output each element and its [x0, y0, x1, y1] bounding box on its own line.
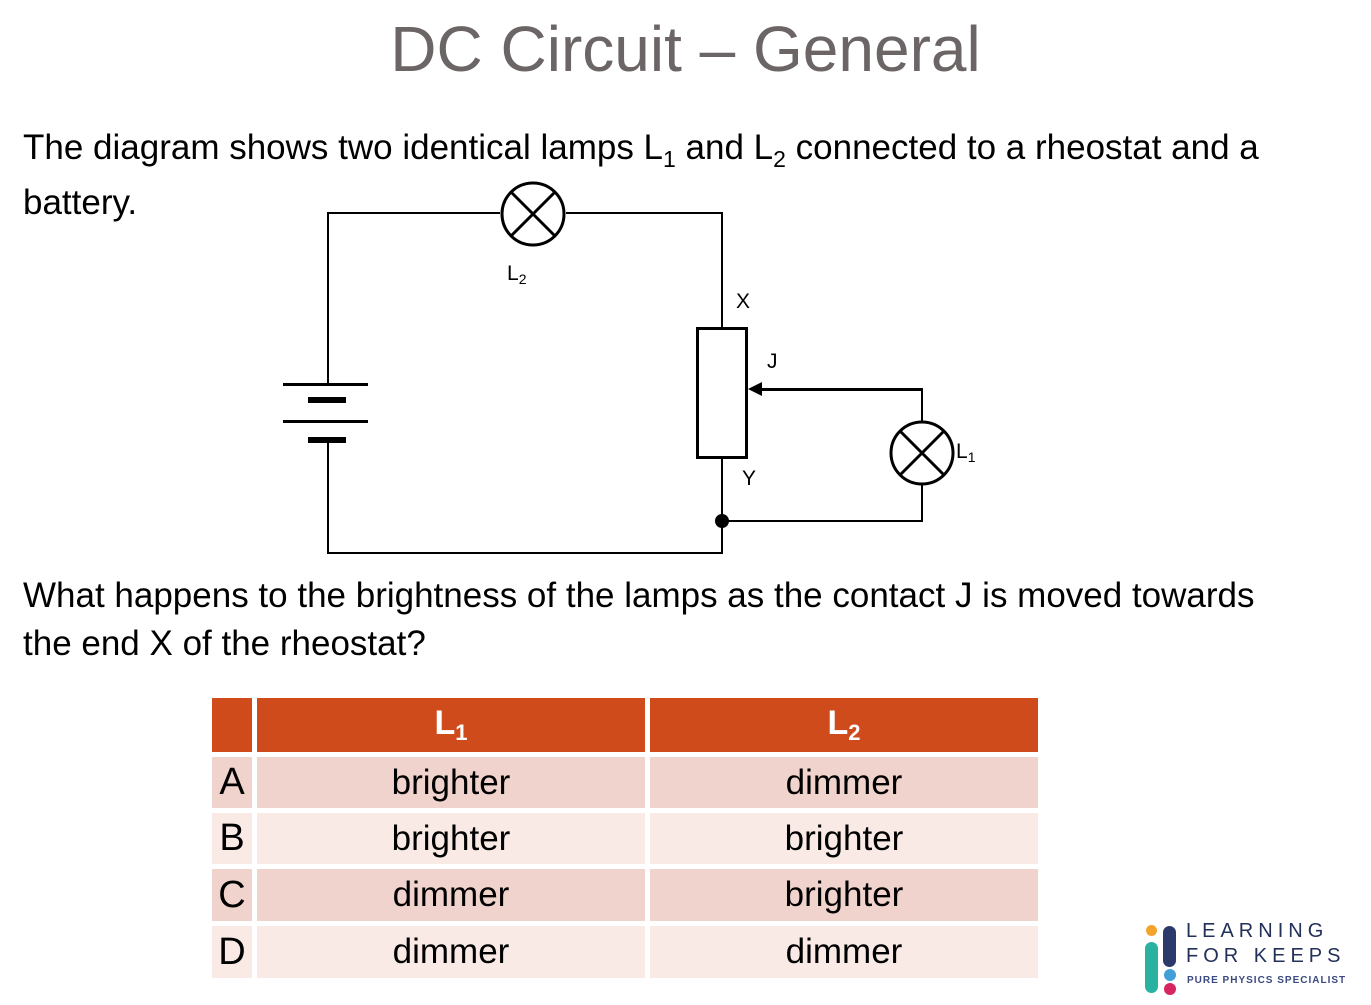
answer-table: L1 L2 A brighter dimmer B brighter brigh…: [212, 698, 1038, 978]
lamp1-subscript: 1: [663, 146, 676, 172]
battery-plate-short-1: [308, 397, 346, 403]
option-C-L2-value: brighter: [650, 869, 1038, 921]
question-line-1: What happens to the brightness of the la…: [23, 576, 1255, 615]
label-X: X: [736, 290, 751, 313]
option-B-L1-value: brighter: [257, 813, 645, 864]
option-A-label: A: [212, 757, 252, 808]
lamp-L1-icon: [889, 420, 955, 486]
lamp-L2-icon: [500, 181, 566, 247]
option-B-label: B: [212, 813, 252, 864]
battery-plate-short-2: [308, 437, 346, 443]
intro-line-2: battery.: [23, 183, 138, 222]
intro-line-1: The diagram shows two identical lamps L1…: [23, 128, 1259, 172]
header-L1: L1: [257, 698, 645, 752]
question-line-2: the end X of the rheostat?: [23, 624, 426, 663]
learning-for-keeps-logo: LEARNING FOR KEEPS PURE PHYSICS SPECIALI…: [1140, 916, 1371, 1005]
logo-bar-navy-icon: [1163, 926, 1176, 967]
wire-junction: [721, 520, 923, 522]
junction-dot: [715, 514, 729, 528]
battery-symbol: [283, 383, 368, 443]
wire-lamp1-upper: [921, 389, 923, 423]
wire-top-right: [566, 212, 723, 214]
wiper-arrow-icon: [748, 382, 762, 396]
option-D-L2-value: dimmer: [650, 926, 1038, 978]
option-D-label: D: [212, 926, 252, 978]
option-C-label: C: [212, 869, 252, 921]
logo-bar-teal-icon: [1145, 942, 1158, 993]
label-L1: L1: [956, 440, 976, 465]
wire-lamp1-lower: [921, 484, 923, 522]
wire-left-upper: [327, 212, 329, 384]
wire-top-left: [327, 212, 500, 214]
logo-name-line-1: LEARNING: [1186, 920, 1329, 942]
header-corner-cell: [212, 698, 252, 752]
label-J: J: [767, 350, 778, 373]
battery-plate-long-2: [283, 420, 368, 423]
logo-dot-yellow-icon: [1146, 925, 1157, 936]
wire-right-upper: [721, 212, 723, 329]
option-D-L1-value: dimmer: [257, 926, 645, 978]
option-A-L2-value: dimmer: [650, 757, 1038, 808]
lamp2-subscript: 2: [773, 146, 786, 172]
wire-wiper: [760, 388, 923, 391]
wire-bottom: [327, 552, 723, 554]
intro-text: The diagram shows two identical lamps L: [23, 128, 664, 167]
label-L2: L2: [507, 262, 527, 287]
logo-dot-blue-icon: [1164, 969, 1176, 981]
option-A-L1-value: brighter: [257, 757, 645, 808]
header-L2: L2: [650, 698, 1038, 752]
logo-tagline: PURE PHYSICS SPECIALIST: [1187, 975, 1347, 986]
logo-name-line-2: FOR KEEPS: [1186, 945, 1346, 967]
page-title: DC Circuit – General: [390, 13, 981, 85]
wire-right-lower: [721, 458, 723, 554]
option-C-L1-value: dimmer: [257, 869, 645, 921]
wire-left-lower: [327, 443, 329, 554]
label-Y: Y: [742, 467, 757, 490]
rheostat: [696, 327, 748, 459]
battery-plate-long-1: [283, 383, 368, 386]
option-B-L2-value: brighter: [650, 813, 1038, 864]
logo-dot-pink-icon: [1164, 983, 1176, 995]
